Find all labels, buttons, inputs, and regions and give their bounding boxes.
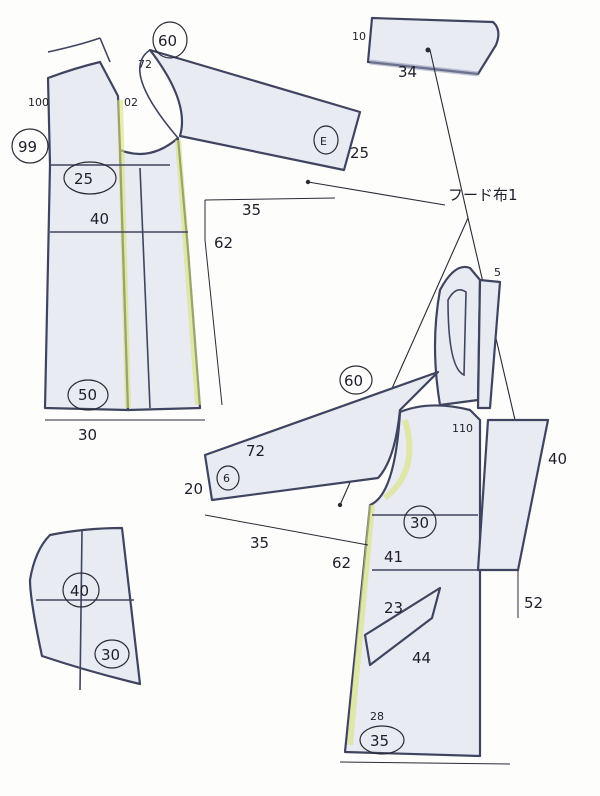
back-chest-label: 40: [90, 210, 109, 228]
front-sleeve-under-label: 35: [250, 534, 269, 552]
front-hem-small-label: 28: [370, 710, 384, 723]
back-cuff-ring-label: E: [320, 135, 327, 148]
front-top-label: 5: [494, 266, 501, 279]
back-armhole-ring-label: 60: [158, 32, 177, 50]
small-piece-ring-30-label: 30: [101, 646, 120, 664]
back-body-piece: 30 50 99 100 25 40 02 72: [11, 37, 205, 444]
hood-width-label: 34: [398, 63, 417, 81]
back-cuff-label: 25: [350, 144, 369, 162]
pocket-top-label: 23: [384, 599, 403, 617]
front-side-label: 62: [332, 554, 351, 572]
front-sleeve-ring-label: 60: [344, 372, 363, 390]
front-placket-label: 40: [548, 450, 567, 468]
back-ring-100-label: 100: [28, 96, 49, 109]
hood-piece: 10 34: [352, 16, 500, 81]
front-cuff-label: 20: [184, 480, 203, 498]
hood-label: フード布1: [448, 186, 518, 204]
front-shoulder-label: 110: [452, 422, 473, 435]
small-piece-ring-40-label: 40: [70, 582, 89, 600]
front-waist-label: 41: [384, 548, 403, 566]
back-neck-label: 02: [124, 96, 138, 109]
front-side2-label: 52: [524, 594, 543, 612]
front-body-piece: 5 110 40 30 41 62 52 23 44 28 35: [332, 265, 567, 765]
pocket-bottom-label: 44: [412, 649, 431, 667]
front-chest-ring-label: 30: [410, 514, 429, 532]
front-sleeve-piece: 60 72 6 20 35: [184, 365, 440, 552]
back-hip-label: 25: [74, 170, 93, 188]
small-pocket-piece: 40 30: [28, 526, 142, 691]
hood-height-label: 10: [352, 30, 366, 43]
hood-leaders: フード布1: [305, 49, 525, 508]
front-sleeve-length-label: 72: [246, 442, 265, 460]
back-sleeve-under-label: 35: [242, 201, 261, 219]
front-hem-ring-label: 35: [370, 732, 389, 750]
back-hem-label: 30: [78, 426, 97, 444]
front-cuff-ring-label: 6: [223, 472, 230, 485]
back-hem-ring-label: 50: [78, 386, 97, 404]
back-sleeve-piece: 60 E 25 35 62: [139, 21, 369, 406]
back-ring-99-label: 99: [18, 138, 37, 156]
back-length-label: 62: [214, 234, 233, 252]
